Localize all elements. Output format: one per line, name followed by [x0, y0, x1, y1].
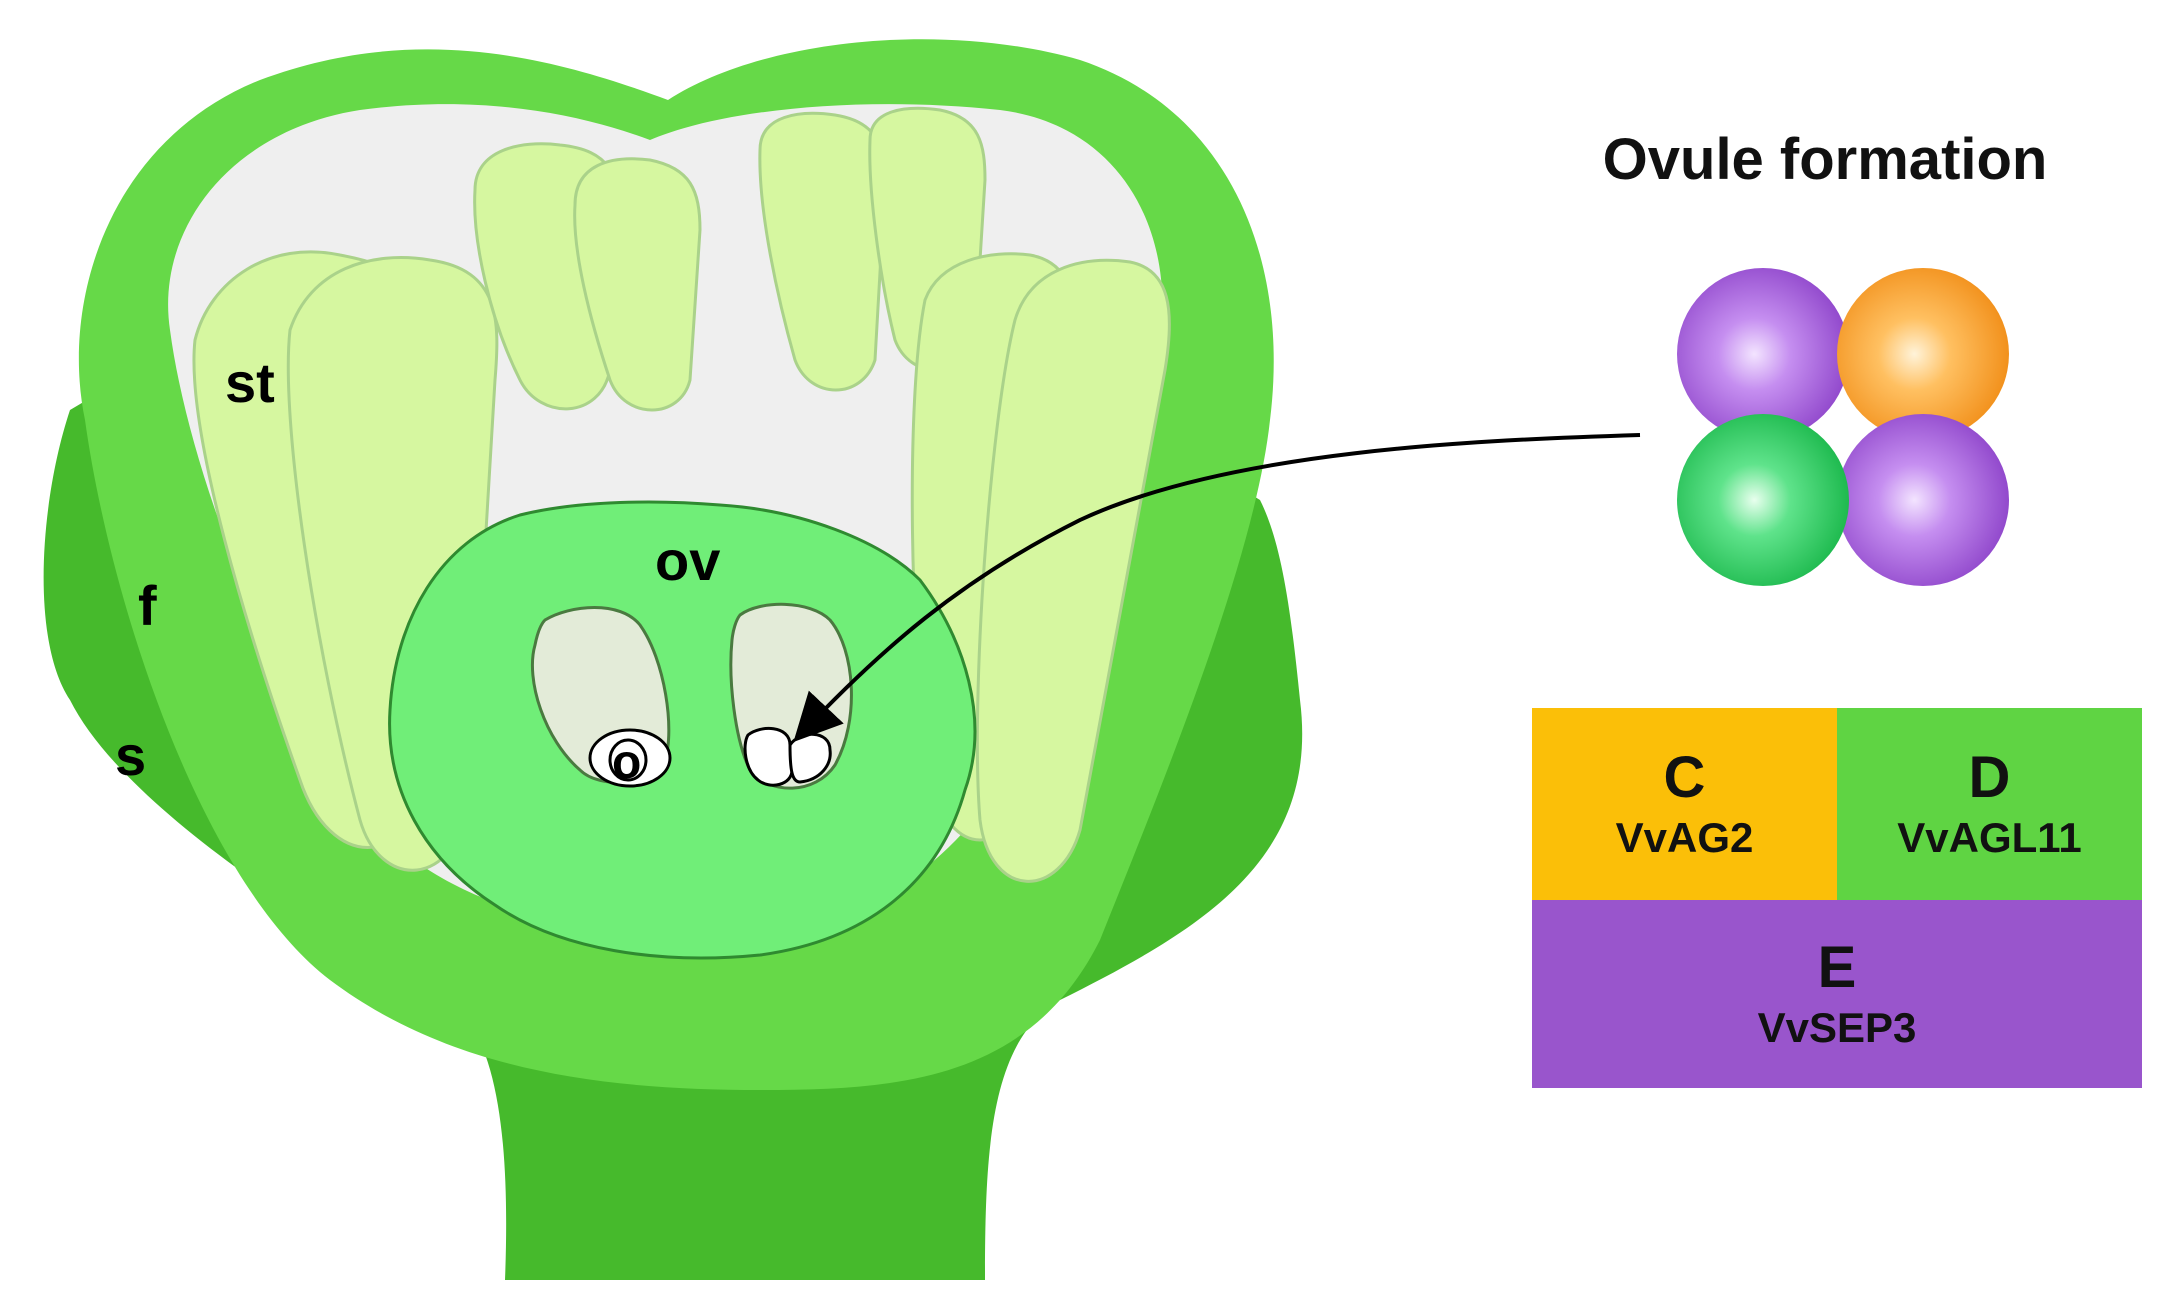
complex-sphere-orange [1837, 268, 2009, 440]
label-ovary: ov [655, 529, 720, 592]
label-stamen: st [225, 351, 275, 414]
stamens [192, 106, 1171, 883]
complex-sphere-green [1677, 414, 1849, 586]
ovules-right [743, 726, 832, 787]
pointer-arrow [793, 433, 1641, 742]
label-filament: f [138, 574, 157, 637]
ovule-formation-title: Ovule formation [1602, 127, 2048, 192]
label-ovule: o [612, 736, 641, 789]
gene-letter-D: D [1968, 745, 2011, 810]
ovary [388, 500, 977, 960]
label-sepal: s [115, 724, 146, 787]
gene-cell-C: C VvAG2 [1532, 708, 1837, 900]
gene-cell-D: D VvAGL11 [1837, 708, 2142, 900]
gene-letter-E: E [1817, 935, 1857, 1000]
gene-cell-E: E VvSEP3 [1532, 900, 2142, 1088]
ovule-left [588, 728, 672, 788]
gene-name-E: VvSEP3 [1757, 1004, 1917, 1051]
gene-name-D: VvAGL11 [1897, 814, 2082, 861]
gene-letter-C: C [1663, 745, 1706, 810]
complex-sphere-purple-top [1677, 268, 1849, 440]
complex-sphere-purple-bottom [1837, 414, 2009, 586]
gene-name-C: VvAG2 [1615, 814, 1754, 861]
